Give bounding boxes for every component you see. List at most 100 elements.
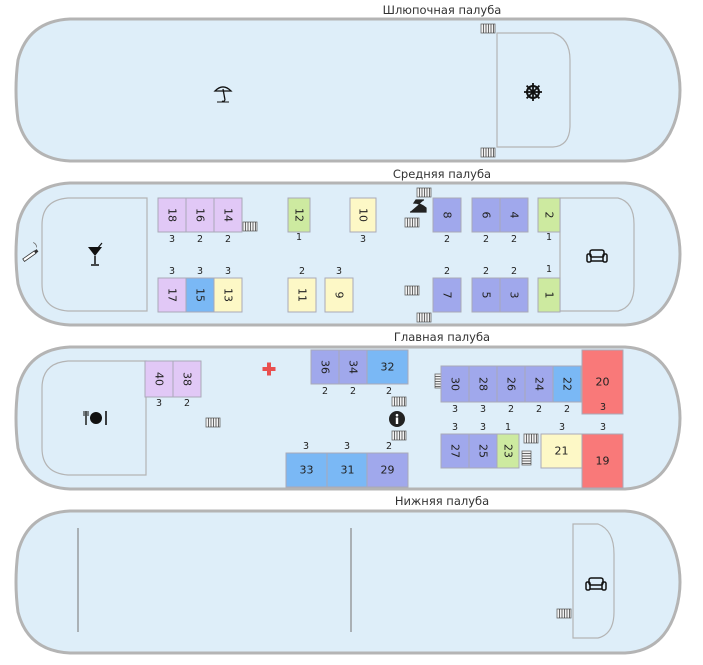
cabin-box[interactable] <box>499 197 529 233</box>
cabin-box[interactable] <box>213 197 243 233</box>
cabin-17[interactable]: 173 <box>157 266 187 313</box>
cabin-box[interactable] <box>213 277 243 313</box>
cabin-box[interactable] <box>524 365 554 403</box>
cabin-38[interactable]: 382 <box>172 360 202 409</box>
cabin-26[interactable]: 262 <box>496 365 526 415</box>
berth-count: 1 <box>546 264 552 275</box>
cabin-23[interactable]: 231 <box>496 422 520 469</box>
cabin-6[interactable]: 62 <box>471 197 501 245</box>
cabin-number: 32 <box>381 361 395 374</box>
cabin-2[interactable]: 21 <box>537 197 561 243</box>
cabin-box[interactable] <box>157 277 187 313</box>
cabin-box[interactable] <box>440 433 470 469</box>
cabin-box[interactable] <box>185 197 215 233</box>
cabin-number: 12 <box>293 208 306 222</box>
berth-count: 3 <box>452 422 458 433</box>
stairs-icon <box>416 187 432 198</box>
cabin-34[interactable]: 342 <box>338 349 368 397</box>
cabin-number: 4 <box>508 212 521 219</box>
cabin-box[interactable] <box>537 197 561 233</box>
cabin-box[interactable] <box>440 365 470 403</box>
cabin-box[interactable] <box>432 277 462 313</box>
hull-outline <box>14 509 682 655</box>
cabin-box[interactable] <box>468 433 498 469</box>
cabin-16[interactable]: 162 <box>185 197 215 245</box>
berth-count: 2 <box>444 234 450 245</box>
cabin-18[interactable]: 183 <box>157 197 187 245</box>
cabin-33[interactable]: 333 <box>285 441 328 488</box>
cabin-27[interactable]: 273 <box>440 422 470 469</box>
cabin-30[interactable]: 303 <box>440 365 470 415</box>
cabin-14[interactable]: 142 <box>213 197 243 245</box>
cabin-28[interactable]: 283 <box>468 365 498 415</box>
cabin-25[interactable]: 253 <box>468 422 498 469</box>
cabin-box[interactable] <box>468 365 498 403</box>
cabin-box[interactable] <box>499 277 529 313</box>
cabin-number: 16 <box>194 208 207 222</box>
cabin-box[interactable] <box>144 360 174 398</box>
cabin-box[interactable] <box>496 433 520 469</box>
cabin-4[interactable]: 42 <box>499 197 529 245</box>
cabin-29[interactable]: 292 <box>366 386 409 488</box>
cabin-box[interactable] <box>366 452 409 488</box>
sofa-icon <box>585 577 607 591</box>
berth-count: 3 <box>452 404 458 415</box>
cabin-box[interactable] <box>285 452 328 488</box>
cabin-1[interactable]: 11 <box>537 264 561 313</box>
cabin-21[interactable]: 213 <box>540 422 583 469</box>
cabin-box[interactable] <box>287 197 311 233</box>
cabin-box[interactable] <box>338 349 368 385</box>
cabin-box[interactable] <box>581 433 624 489</box>
cabin-20[interactable]: 203 <box>581 349 624 415</box>
cabin-box[interactable] <box>157 197 187 233</box>
cabin-7[interactable]: 72 <box>432 266 462 313</box>
cabin-box[interactable] <box>366 349 409 385</box>
berth-count: 3 <box>480 404 486 415</box>
berth-count: 2 <box>184 398 190 409</box>
cabin-box[interactable] <box>537 277 561 313</box>
deck-title-boat: Шлюпочная палуба <box>383 3 502 17</box>
cabin-9[interactable]: 93 <box>324 266 354 313</box>
cabin-box[interactable] <box>496 365 526 403</box>
deck-lower: Нижняя палуба <box>14 494 682 655</box>
stairs-icon <box>391 430 407 441</box>
cabin-11[interactable]: 112 <box>287 266 317 313</box>
cabin-box[interactable] <box>185 277 215 313</box>
cabin-number: 26 <box>505 377 518 391</box>
cabin-19[interactable]: 193 <box>581 422 624 489</box>
cabin-box[interactable] <box>349 197 377 233</box>
cabin-13[interactable]: 133 <box>213 266 243 313</box>
cabin-22[interactable]: 222 <box>552 365 582 415</box>
cabin-3[interactable]: 32 <box>499 266 529 313</box>
cabin-40[interactable]: 403 <box>144 360 174 409</box>
smoking-icon <box>22 242 39 262</box>
cabin-15[interactable]: 153 <box>185 266 215 313</box>
cabin-box[interactable] <box>432 197 462 233</box>
cabin-number: 9 <box>333 292 346 299</box>
cabin-24[interactable]: 242 <box>524 365 554 415</box>
cabin-box[interactable] <box>324 277 354 313</box>
cabin-10[interactable]: 10 3 <box>349 197 377 245</box>
cabin-8[interactable]: 82 <box>432 197 462 245</box>
berth-count: 3 <box>600 422 606 433</box>
cabin-32[interactable]: 322 <box>366 349 409 452</box>
cabin-36[interactable]: 362 <box>310 349 340 397</box>
cabin-number: 10 <box>357 208 370 222</box>
hull-outline <box>14 17 682 163</box>
info-icon <box>389 411 405 427</box>
cabin-number: 23 <box>502 444 515 458</box>
cabin-box[interactable] <box>552 365 582 403</box>
cabin-box[interactable] <box>172 360 202 398</box>
cabin-box[interactable] <box>581 349 624 415</box>
stairs-icon <box>404 217 420 228</box>
stairs-icon <box>480 147 496 158</box>
restaurant-icon <box>83 411 107 425</box>
cabin-box[interactable] <box>287 277 317 313</box>
berth-count: 3 <box>169 266 175 277</box>
berth-count: 3 <box>360 234 366 245</box>
cabin-box[interactable] <box>471 197 501 233</box>
stairs-icon <box>556 608 572 619</box>
cabin-12[interactable]: 121 <box>287 197 311 243</box>
salon-outline <box>559 197 635 312</box>
cabin-box[interactable] <box>310 349 340 385</box>
